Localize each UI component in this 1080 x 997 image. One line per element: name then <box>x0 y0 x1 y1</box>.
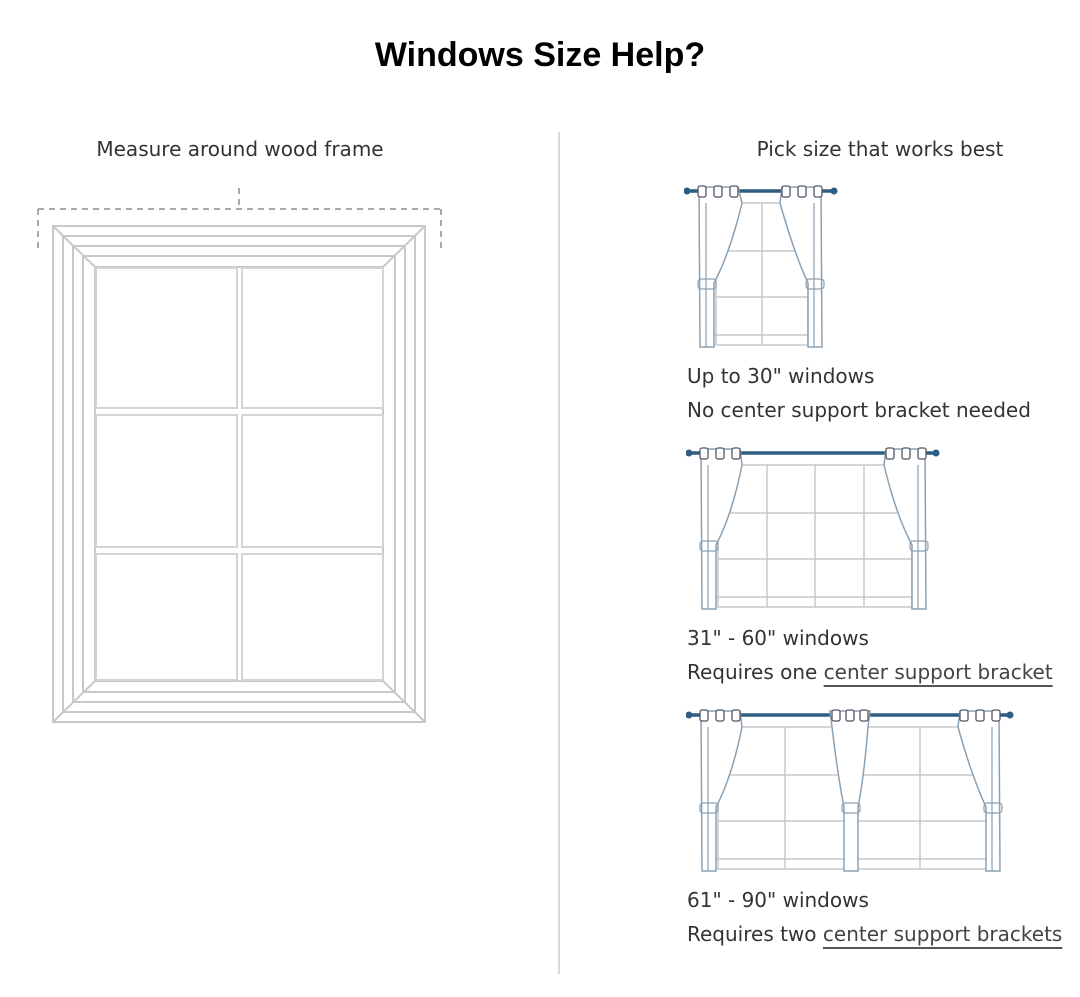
curtain-diagram-large <box>686 709 1014 872</box>
window-frame-diagram <box>37 188 442 723</box>
option-requirement-large: Requires two center support brackets <box>687 922 1062 946</box>
divider <box>558 132 560 974</box>
option-size-small: Up to 30" windows <box>687 364 875 388</box>
curtain-diagram-small <box>684 185 838 348</box>
curtain-diagram-medium <box>686 447 940 610</box>
option-requirement-medium: Requires one center support bracket <box>687 660 1053 684</box>
requirement-text: Requires two <box>687 922 823 946</box>
wood-frame <box>52 225 426 723</box>
pick-size-label: Pick size that works best <box>756 137 1004 161</box>
window-panes <box>95 267 384 681</box>
option-size-large: 61" - 90" windows <box>687 888 869 912</box>
center-bracket-link[interactable]: center support bracket <box>823 660 1053 684</box>
page-title: Windows Size Help? <box>374 36 706 74</box>
center-brackets-link[interactable]: center support brackets <box>822 922 1063 946</box>
option-size-medium: 31" - 60" windows <box>687 626 869 650</box>
measure-guide <box>37 188 442 250</box>
option-requirement-small: No center support bracket needed <box>687 398 1031 422</box>
requirement-text: Requires one <box>687 660 824 684</box>
measure-label: Measure around wood frame <box>96 137 384 161</box>
